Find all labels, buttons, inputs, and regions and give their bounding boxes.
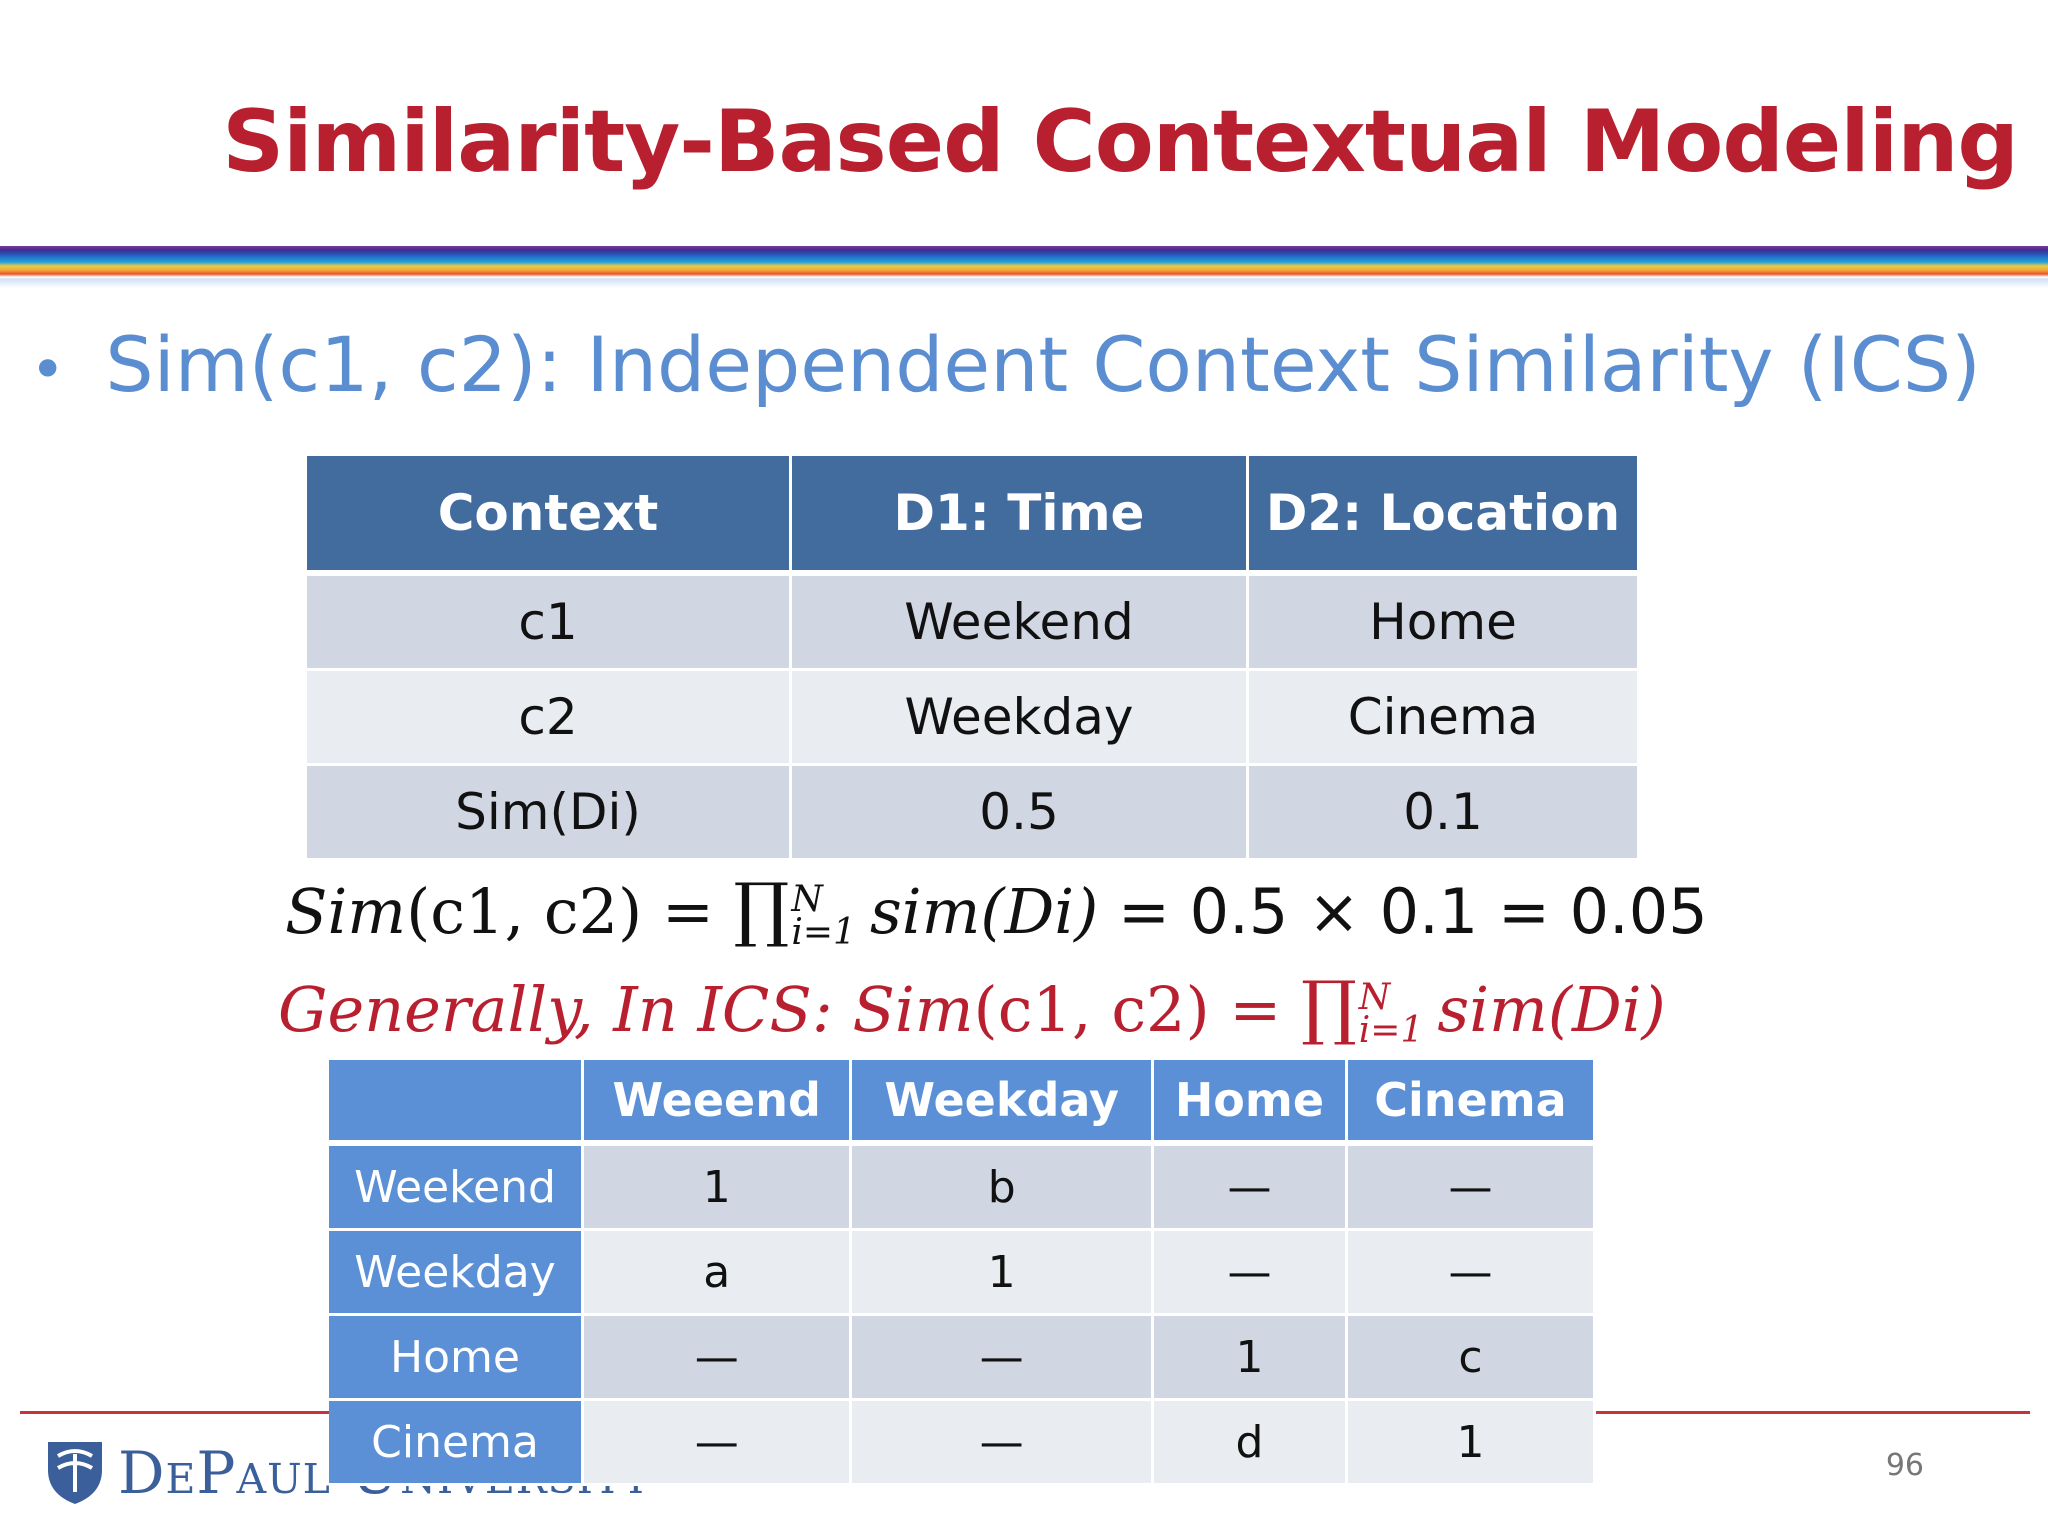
table-cell: c1 <box>307 573 792 671</box>
formula-args: (c1, c2) <box>406 875 643 948</box>
table-cell: 1 <box>1152 1314 1348 1401</box>
table-cell: Cinema <box>1247 669 1637 766</box>
table-cell: Weekend <box>790 573 1249 671</box>
header-cell: Context <box>307 456 792 576</box>
table-cell: — <box>850 1399 1154 1486</box>
table-cell: 0.1 <box>1247 764 1637 861</box>
bullet-text: Sim(c1, c2): Independent Context Similar… <box>105 320 1981 409</box>
table-cell: 0.5 <box>790 764 1249 861</box>
table-cell: 1 <box>582 1143 853 1231</box>
product-upper: N <box>1358 977 1391 1019</box>
formula-args: (c1, c2) <box>973 973 1210 1046</box>
matrix-header: Weeend Weekday Home Cinema <box>329 1060 1593 1146</box>
bullet-dot-icon: • <box>30 335 66 405</box>
product-lower: i=1 <box>791 911 856 953</box>
table-cell: d <box>1152 1399 1348 1486</box>
footer-line-left <box>20 1411 330 1414</box>
table-cell: — <box>582 1314 853 1401</box>
header-cell: Weekday <box>850 1060 1154 1146</box>
page-number: 96 <box>1885 1448 1924 1483</box>
formula-term: sim(Di) <box>869 875 1099 948</box>
rainbow-divider <box>0 246 2048 288</box>
table-cell: c <box>1346 1314 1593 1401</box>
table-cell: Weekday <box>790 669 1249 766</box>
table-row: Home — — 1 c <box>329 1314 1593 1401</box>
row-header: Home <box>329 1314 584 1401</box>
header-cell: Cinema <box>1346 1060 1593 1146</box>
table-cell: — <box>1152 1229 1348 1316</box>
table-row: Weekend 1 b — — <box>329 1143 1593 1231</box>
table-cell: c2 <box>307 669 792 766</box>
table-cell: 1 <box>1346 1399 1593 1486</box>
table-row: c1 Weekend Home <box>307 573 1637 671</box>
table-row: Sim(Di) 0.5 0.1 <box>307 764 1637 861</box>
table-cell: — <box>1152 1143 1348 1231</box>
row-header: Cinema <box>329 1399 584 1486</box>
table-cell: — <box>582 1399 853 1486</box>
table-cell: — <box>850 1314 1154 1401</box>
similarity-matrix: Weeend Weekday Home Cinema Weekend 1 b —… <box>329 1060 1593 1486</box>
shield-crest-icon <box>44 1436 106 1510</box>
formula-prefix: Generally, In ICS: <box>278 973 833 1046</box>
header-cell: Home <box>1152 1060 1348 1146</box>
header-cell: Weeend <box>582 1060 853 1146</box>
table-cell: 1 <box>850 1229 1154 1316</box>
table-cell: Home <box>1247 573 1637 671</box>
table-cell: — <box>1346 1229 1593 1316</box>
header-cell <box>329 1060 584 1146</box>
row-header: Weekday <box>329 1229 584 1316</box>
table-row: c2 Weekday Cinema <box>307 669 1637 766</box>
context-table: Context D1: Time D2: Location c1 Weekend… <box>307 456 1637 861</box>
table-cell: a <box>582 1229 853 1316</box>
formula-eq: = <box>661 875 714 948</box>
formula-result: = 0.5 × 0.1 = 0.05 <box>1118 875 1708 948</box>
product-upper: N <box>791 879 823 921</box>
table-cell: b <box>850 1143 1154 1231</box>
formula-lhs: Sim <box>285 875 407 948</box>
product-icon: ∏ <box>733 868 790 950</box>
product-lower: i=1 <box>1358 1009 1424 1051</box>
context-table-header: Context D1: Time D2: Location <box>307 456 1637 576</box>
table-row: Weekday a 1 — — <box>329 1229 1593 1316</box>
formula-lhs: Sim <box>852 973 974 1046</box>
table-row: Cinema — — d 1 <box>329 1399 1593 1486</box>
slide-title: Similarity-Based Contextual Modeling <box>222 92 2019 192</box>
row-header: Weekend <box>329 1143 584 1231</box>
header-cell: D2: Location <box>1247 456 1637 576</box>
table-cell: — <box>1346 1143 1593 1231</box>
header-cell: D1: Time <box>790 456 1249 576</box>
formula-term: sim(Di) <box>1437 973 1666 1046</box>
product-icon: ∏ <box>1301 966 1357 1048</box>
bullet-line: • Sim(c1, c2): Independent Context Simila… <box>30 320 1981 409</box>
formula-eq: = <box>1229 973 1282 1046</box>
table-cell: Sim(Di) <box>307 764 792 861</box>
footer-line-right <box>1596 1411 2030 1414</box>
